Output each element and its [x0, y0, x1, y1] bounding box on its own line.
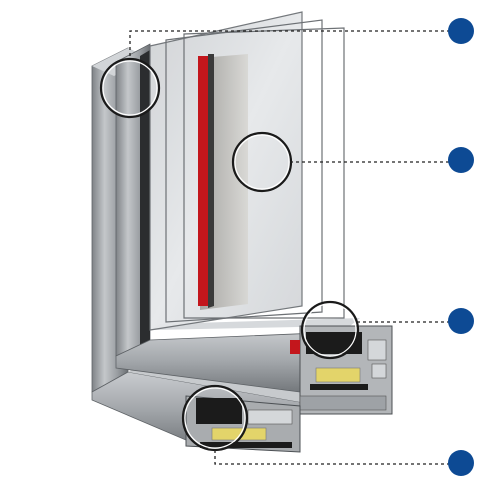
triple-glazing [149, 11, 345, 331]
detail-circle-highlight [234, 134, 290, 190]
detail-circle-icon [300, 300, 360, 360]
leader-line [214, 450, 460, 465]
blue-dot-icon[interactable] [448, 147, 474, 173]
detail-circle-icon [99, 57, 161, 119]
frame-cross-section [185, 395, 301, 453]
blue-dot-icon[interactable] [448, 450, 474, 476]
detail-circle-highlight [184, 387, 246, 449]
leader-line [129, 30, 460, 56]
blue-dot-icon[interactable] [448, 308, 474, 334]
red-gasket [198, 56, 208, 306]
detail-circle-highlight [102, 60, 158, 116]
detail-circle-highlight [303, 303, 357, 357]
blue-dot-icon[interactable] [448, 18, 474, 44]
sash-cross-section [290, 325, 393, 415]
